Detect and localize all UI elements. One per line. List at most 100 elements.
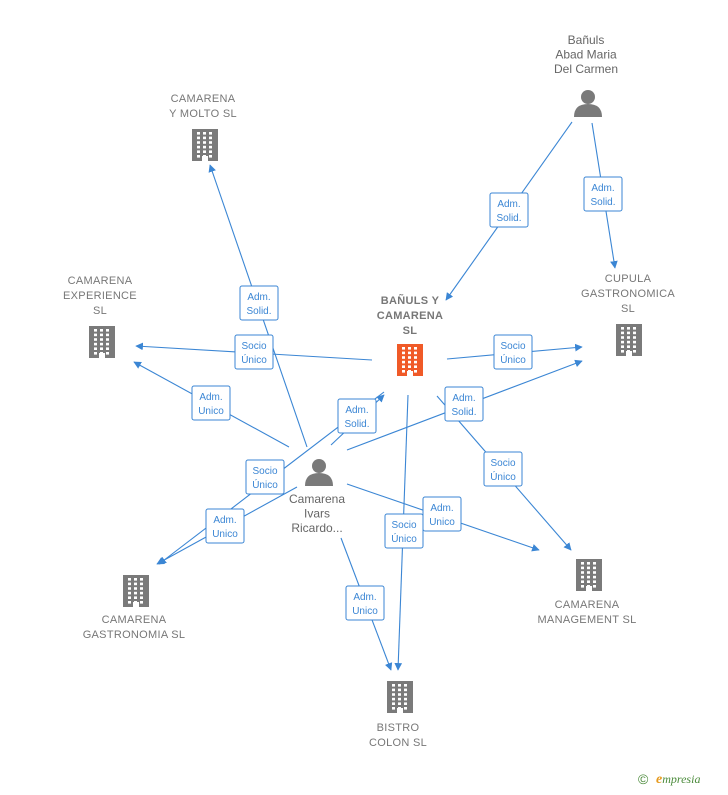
- edge-label-frame: [337, 398, 377, 434]
- node-cupula[interactable]: CUPULA GASTRONOMICA SL: [581, 273, 675, 356]
- edge-label-text: Único: [241, 353, 267, 366]
- edge-label-text: Socio: [252, 466, 277, 477]
- node-label-line: Bañuls: [568, 33, 605, 47]
- person-icon: [574, 90, 602, 117]
- edge-label-box[interactable]: Adm. Unico: [422, 496, 462, 532]
- edge-label-frame: [489, 192, 529, 228]
- edge-label-text: Unico: [429, 517, 455, 528]
- edge-label-frame: [583, 176, 623, 212]
- edge-label-text: Adm.: [452, 393, 475, 404]
- edge-label-text: Solid.: [590, 197, 615, 208]
- node-bistro_colon[interactable]: BISTRO COLON SL: [369, 681, 427, 749]
- building-icon: [123, 575, 149, 607]
- edge-label-text: Unico: [352, 606, 378, 617]
- node-camarena_molto[interactable]: CAMARENA Y MOLTO SL: [169, 93, 237, 161]
- edge-label-text: Socio: [500, 341, 525, 352]
- edge-label-box[interactable]: Adm. Solid.: [583, 176, 623, 212]
- node-label-line: Y MOLTO SL: [169, 108, 237, 120]
- edge-label-text: Adm.: [591, 183, 614, 194]
- node-label-line: GASTRONOMIA SL: [83, 629, 186, 641]
- copyright-icon: ©: [638, 771, 649, 787]
- edge-label-frame: [345, 585, 385, 621]
- building-icon: [89, 326, 115, 358]
- edge-label-text: Unico: [198, 406, 224, 417]
- building-icon: [616, 324, 642, 356]
- edge-label-text: Socio: [241, 341, 266, 352]
- edge-label-text: Adm.: [213, 515, 236, 526]
- edge-label-box[interactable]: Adm. Solid.: [444, 386, 484, 422]
- node-label-line: Ivars: [304, 507, 330, 521]
- brand-logo[interactable]: empresia: [656, 772, 700, 788]
- node-label-line: SL: [93, 305, 107, 317]
- edge-label-text: Único: [500, 353, 526, 366]
- edge-label-text: Adm.: [430, 503, 453, 514]
- edge-label-text: Adm.: [199, 392, 222, 403]
- node-label-line: GASTRONOMICA: [581, 288, 675, 300]
- edge-label-box[interactable]: Adm. Unico: [205, 508, 245, 544]
- building-icon: [192, 129, 218, 161]
- node-label-line: CAMARENA: [171, 93, 236, 105]
- node-label-line: SL: [621, 303, 635, 315]
- edge-label-text: Solid.: [496, 213, 521, 224]
- building-icon: [397, 344, 423, 376]
- node-label-line: MANAGEMENT SL: [537, 614, 636, 626]
- node-label-line: EXPERIENCE: [63, 290, 137, 302]
- edge-label-text: Socio: [490, 458, 515, 469]
- edge-label-text: Adm.: [353, 592, 376, 603]
- edge-label-box[interactable]: Adm. Solid.: [337, 398, 377, 434]
- edge-labels-layer: Adm.Solid.Adm.Solid.Adm.Solid.SocioÚnico…: [191, 176, 623, 621]
- edge-label-frame: [239, 285, 279, 321]
- node-label-line: SL: [403, 325, 418, 337]
- edge-label-text: Adm.: [247, 292, 270, 303]
- edge-label-text: Unico: [212, 529, 238, 540]
- edge-label-box[interactable]: Adm. Solid.: [239, 285, 279, 321]
- building-icon: [387, 681, 413, 713]
- node-label-line: Camarena: [289, 492, 345, 506]
- edge-label-box[interactable]: Adm.Solid.: [489, 192, 529, 228]
- edge-label-box[interactable]: Adm. Unico: [345, 585, 385, 621]
- node-label-line: Abad Maria: [555, 48, 617, 62]
- edge-label-text: Adm.: [345, 405, 368, 416]
- edge-label-text: Socio: [391, 520, 416, 531]
- brand-initial: e: [656, 772, 663, 787]
- node-label-line: Ricardo...: [291, 521, 342, 535]
- edge-label-text: Único: [490, 470, 516, 483]
- node-label-line: BAÑULS Y: [381, 294, 440, 307]
- node-label-line: CAMARENA: [377, 310, 444, 322]
- edge-label-frame: [205, 508, 245, 544]
- footer-brand: © empresia: [638, 771, 728, 787]
- edge-label-frame: [384, 513, 424, 549]
- node-label-line: Del Carmen: [554, 62, 618, 76]
- edge-label-frame: [422, 496, 462, 532]
- edge-label-text: Solid.: [246, 306, 271, 317]
- node-label-line: BISTRO: [377, 722, 420, 734]
- node-label-line: CAMARENA: [68, 275, 133, 287]
- node-camarena_experience[interactable]: CAMARENA EXPERIENCE SL: [63, 275, 137, 358]
- brand-rest: mpresia: [662, 772, 701, 786]
- edge-label-text: Único: [391, 532, 417, 545]
- edge-label-frame: [493, 334, 533, 370]
- edge-label-text: Solid.: [451, 407, 476, 418]
- edge-label-frame: [234, 334, 274, 370]
- node-label-line: COLON SL: [369, 737, 427, 749]
- node-label-line: CUPULA: [605, 273, 652, 285]
- edge-label-text: Único: [252, 478, 278, 491]
- node-camarena_ivars[interactable]: CamarenaIvarsRicardo...: [289, 459, 345, 535]
- person-icon: [305, 459, 333, 486]
- edge-label-box[interactable]: Adm. Unico: [191, 385, 231, 421]
- edge-label-text: Solid.: [344, 419, 369, 430]
- edge-label-frame: [483, 451, 523, 487]
- building-icon: [576, 559, 602, 591]
- edge-label-frame: [191, 385, 231, 421]
- node-banuls_camarena[interactable]: BAÑULS Y CAMARENA SL: [377, 294, 444, 376]
